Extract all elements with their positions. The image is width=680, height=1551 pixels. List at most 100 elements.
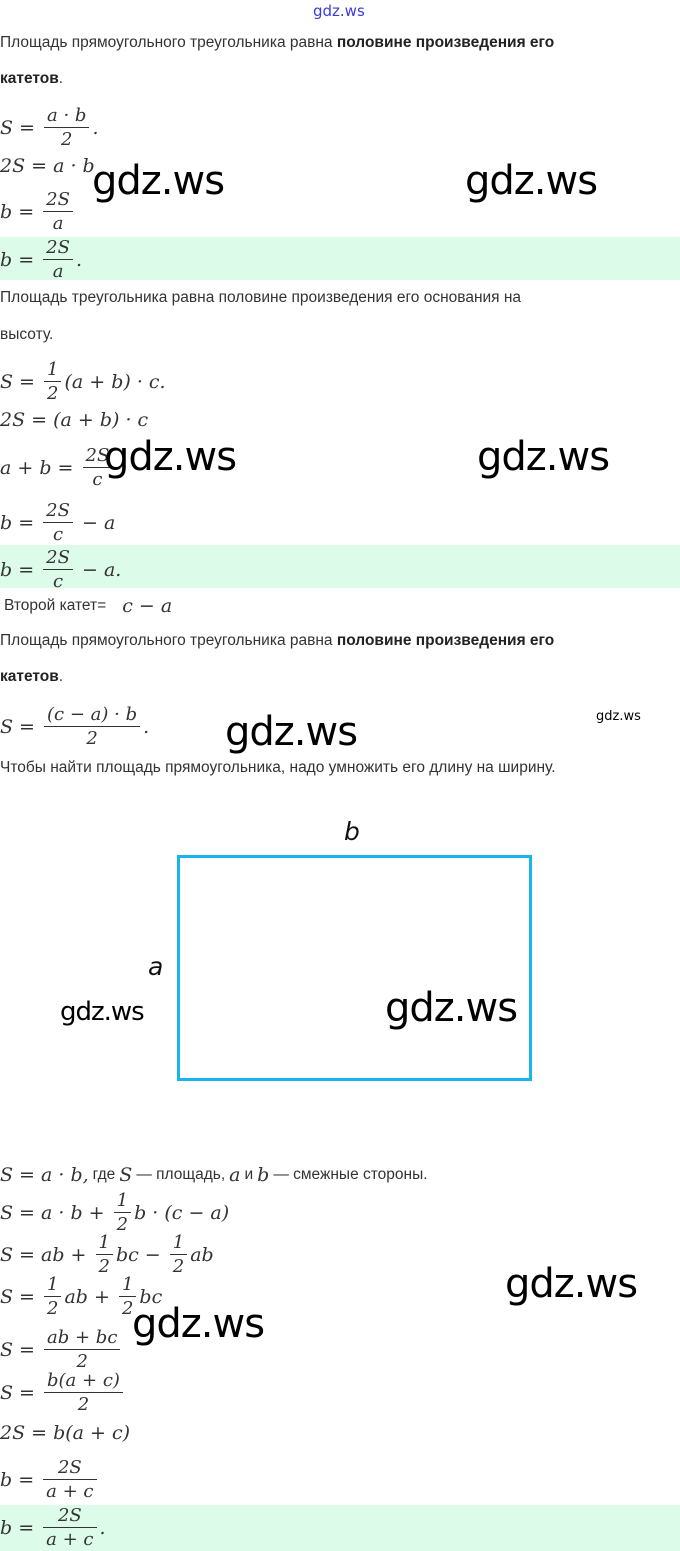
watermark: gdz.ws [465, 158, 598, 204]
math-expression: . [92, 117, 99, 139]
math-expression: a [229, 1164, 241, 1186]
text: где [92, 1166, 116, 1183]
watermark: gdz.ws [104, 434, 237, 480]
math-expression: S = [0, 371, 42, 393]
math-expression: . [99, 1517, 106, 1539]
numerator: 2S [57, 1457, 82, 1478]
text: — площадь, [136, 1166, 226, 1183]
math-expression: bc − [115, 1244, 167, 1266]
numerator: 2S [46, 547, 70, 568]
paragraph: Площадь треугольника равна половине прои… [0, 289, 521, 307]
math-expression: ab [190, 1244, 214, 1266]
denominator: a [43, 211, 73, 233]
text: — смежные стороны. [273, 1166, 428, 1183]
numerator: 2S [46, 189, 70, 210]
text: Площадь прямоугольного треугольника равн… [0, 34, 337, 51]
numerator: (c − a) · b [47, 704, 138, 725]
math-expression: . [75, 249, 83, 271]
paragraph: Площадь прямоугольного треугольника равн… [0, 632, 554, 650]
math-expression: . [143, 716, 150, 738]
numerator: 1 [116, 1190, 129, 1211]
highlight-band [0, 1505, 680, 1551]
text: высоту. [0, 326, 54, 343]
math-expression: b = [0, 1469, 41, 1491]
math-expression: b = [0, 249, 41, 271]
formula: Второй катет= c − a [0, 586, 172, 626]
formula: 2S = a · b [0, 146, 95, 186]
numerator: 1 [98, 1232, 110, 1253]
math-expression: a + b = [0, 457, 80, 479]
denominator: c [43, 522, 73, 544]
highlight-band [0, 237, 680, 280]
denominator: 2 [44, 127, 90, 149]
math-expression: S = [0, 1339, 42, 1361]
paragraph: катетов. [0, 668, 63, 686]
rectangle-diagram [177, 855, 532, 1081]
math-expression: b = [0, 559, 41, 581]
watermark: gdz.ws [92, 158, 225, 204]
math-expression: − a. [75, 559, 122, 581]
formula: 2S = b(a + c) [0, 1413, 130, 1453]
math-expression: S = a · b + [0, 1202, 111, 1224]
text: Второй катет= [4, 597, 107, 614]
watermark: gdz.ws [385, 985, 518, 1031]
denominator: 2 [169, 1254, 188, 1276]
watermark: gdz.ws [596, 709, 641, 724]
header-watermark-link[interactable]: gdz.ws [313, 2, 365, 20]
math-expression: 2S = (a + b) · c [0, 409, 149, 431]
math-expression: S = a · b, [0, 1164, 89, 1186]
side-label-a: a [148, 952, 164, 981]
math-expression: b = [0, 512, 41, 534]
numerator: a · b [47, 105, 87, 126]
math-expression: S [119, 1164, 133, 1186]
math-expression: b = [0, 201, 41, 223]
side-label-b: b [344, 817, 360, 846]
bold-text: катетов [0, 70, 59, 87]
numerator: 1 [47, 1274, 59, 1295]
denominator: 2 [44, 726, 141, 748]
denominator: 2 [95, 1254, 113, 1276]
text: и [244, 1166, 254, 1183]
numerator: 2S [46, 237, 70, 258]
denominator: a [43, 259, 73, 281]
paragraph: высоту. [0, 326, 53, 344]
math-expression: − a [75, 512, 116, 534]
watermark: gdz.ws [477, 434, 610, 480]
bold-text: половине произведения его [336, 34, 555, 51]
math-expression: S = [0, 1382, 42, 1404]
numerator: 1 [172, 1232, 185, 1253]
highlight-band [0, 545, 680, 588]
numerator: 2S [85, 445, 110, 466]
numerator: 1 [47, 359, 59, 380]
denominator: c [43, 569, 73, 591]
watermark: gdz.ws [60, 997, 145, 1027]
text: Чтобы найти площадь прямоугольника, надо… [0, 759, 556, 776]
math-expression: ab + [64, 1286, 116, 1308]
bold-text: половине произведения его [336, 632, 555, 649]
paragraph: катетов. [0, 70, 63, 88]
math-expression: bc [139, 1286, 163, 1308]
numerator: 1 [121, 1274, 134, 1295]
denominator: 2 [44, 1392, 123, 1414]
